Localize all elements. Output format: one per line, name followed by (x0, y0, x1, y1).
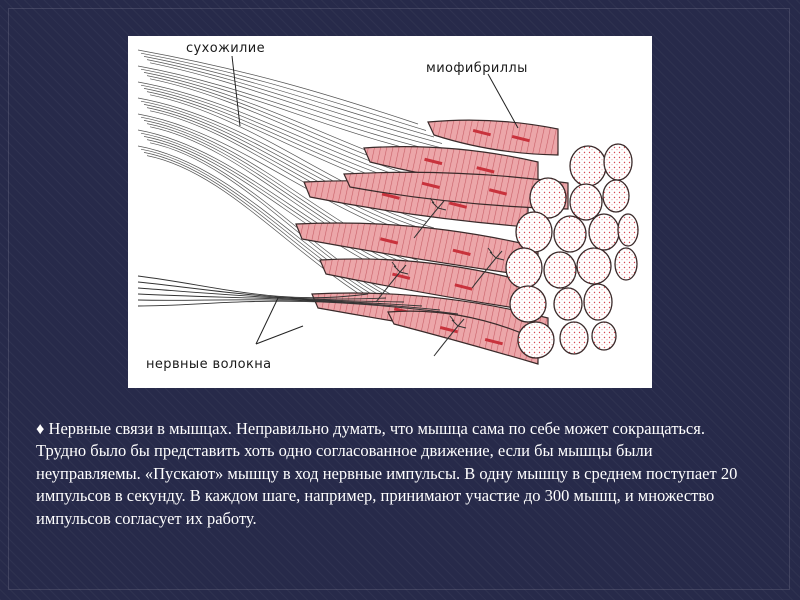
caption-text: Нервные связи в мышцах. Неправильно дума… (36, 419, 737, 528)
fiber-cross-section (577, 248, 611, 284)
fiber-cross-section (615, 248, 637, 280)
fiber-cross-section (570, 146, 606, 186)
fiber-cross-section (592, 322, 616, 350)
muscle-bundle-illustration: сухожилие миофибриллы нервные волокна (128, 36, 652, 388)
fiber-cross-section (510, 286, 546, 322)
fiber-cross-section (544, 252, 576, 288)
fiber-cross-section (618, 214, 638, 246)
muscle-diagram: сухожилие миофибриллы нервные волокна (128, 36, 652, 388)
fiber-cross-section (604, 144, 632, 180)
label-myofibrils: миофибриллы (426, 61, 528, 76)
fiber-cross-section (554, 288, 582, 320)
label-tendon: сухожилие (186, 41, 265, 56)
fiber-cross-section (560, 322, 588, 354)
fiber-cross-section (589, 214, 619, 250)
bullet-icon: ♦ (36, 419, 44, 438)
slide-caption: ♦ Нервные связи в мышцах. Неправильно ду… (36, 418, 748, 530)
fiber-cross-section (584, 284, 612, 320)
fiber-cross-section (516, 212, 552, 252)
fiber-cross-section (506, 248, 542, 288)
label-nerve-fibers: нервные волокна (146, 357, 272, 372)
fiber-cross-section (518, 322, 554, 358)
fiber-cross-section (603, 180, 629, 212)
fiber-cross-section (570, 184, 602, 220)
fiber-cross-section (554, 216, 586, 252)
